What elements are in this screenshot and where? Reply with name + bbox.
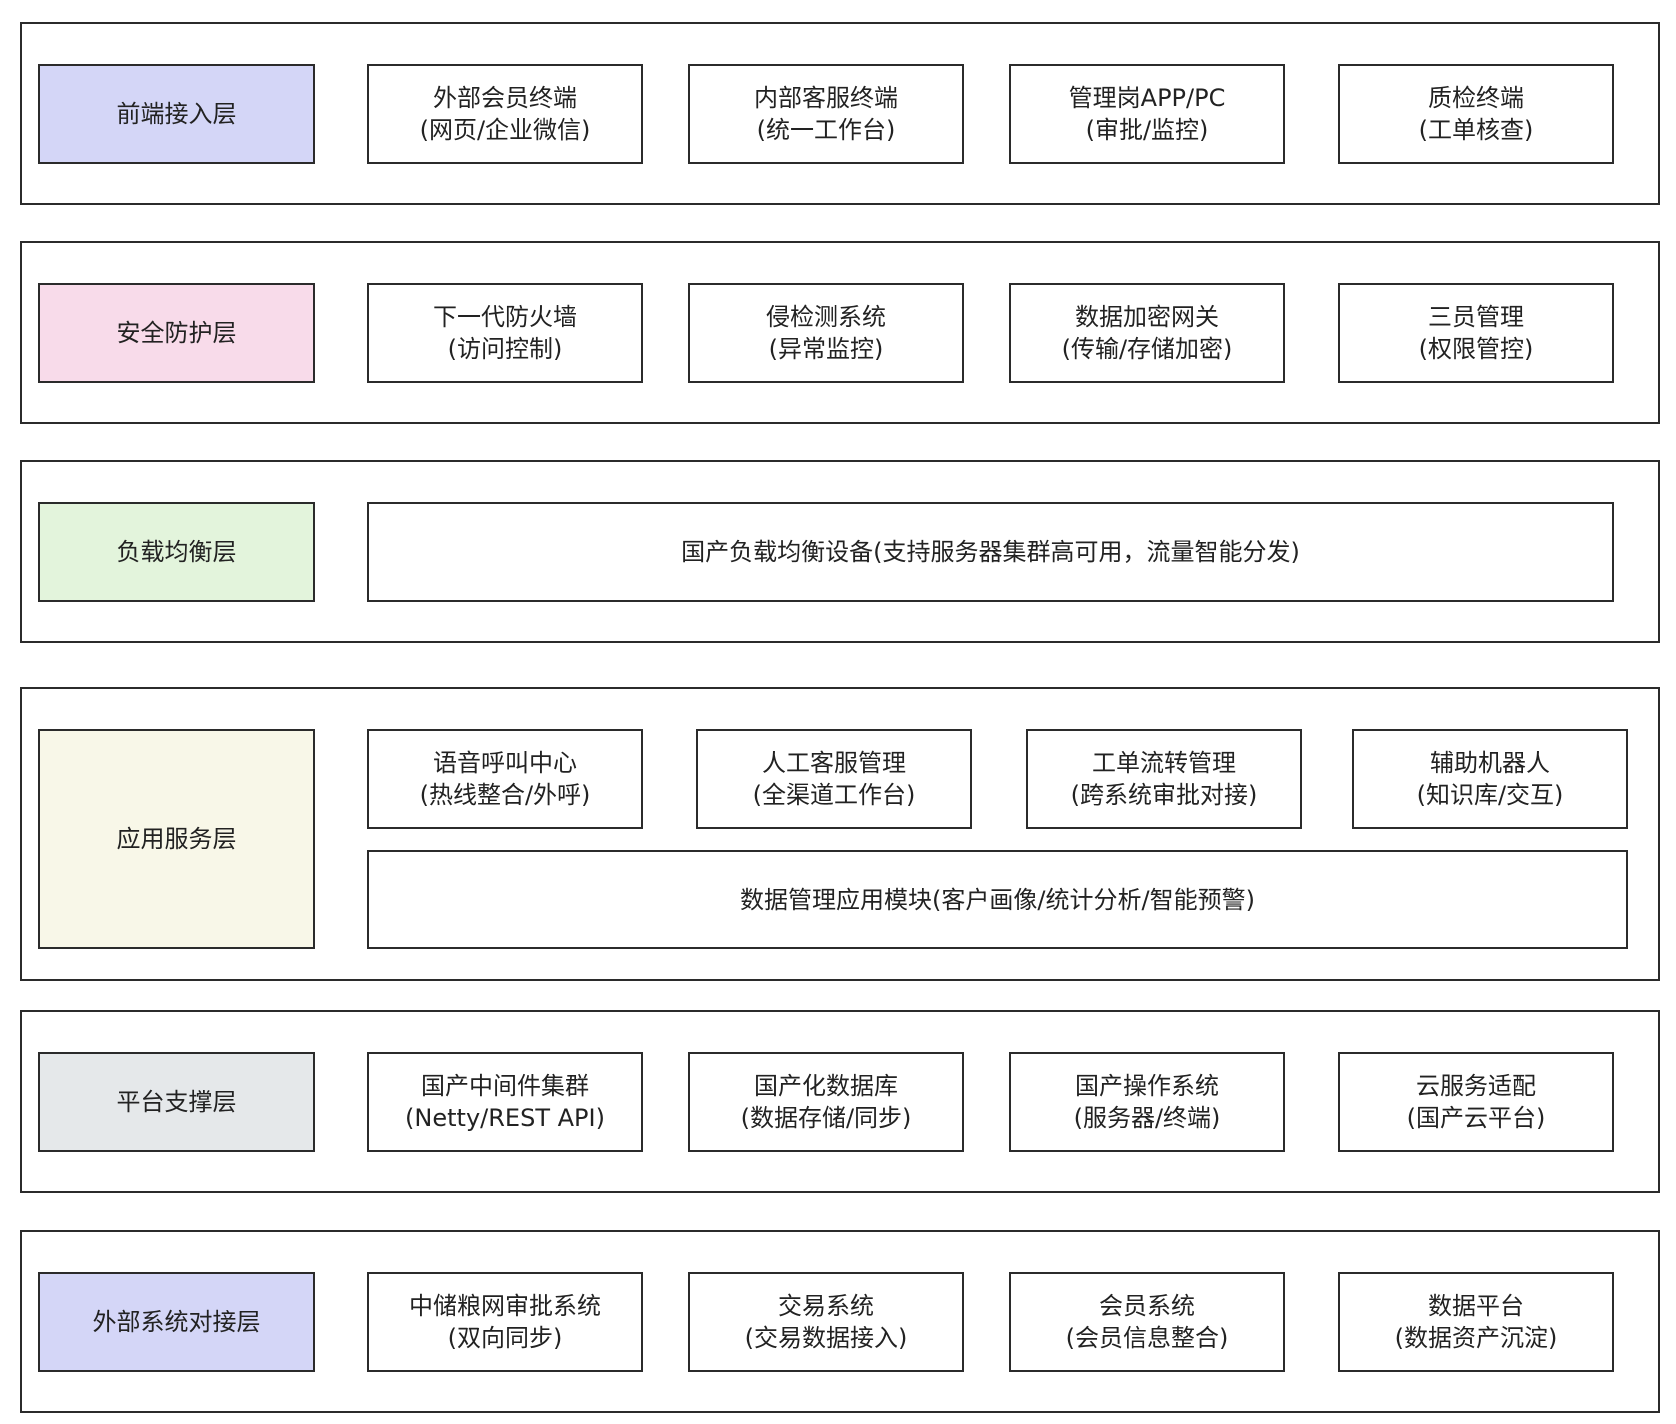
node-intrusion-detection: 侵检测系统(异常监控) <box>688 283 964 383</box>
node-external-member-terminal: 外部会员终端(网页/企业微信) <box>367 64 643 164</box>
node-middleware-cluster: 国产中间件集群(Netty/REST API) <box>367 1052 643 1152</box>
node-firewall: 下一代防火墙(访问控制) <box>367 283 643 383</box>
layer-label-external-integration: 外部系统对接层 <box>38 1272 315 1372</box>
layer-label-frontend-access: 前端接入层 <box>38 64 315 164</box>
layer-label-application-services: 应用服务层 <box>38 729 315 949</box>
node-voice-call-center: 语音呼叫中心(热线整合/外呼) <box>367 729 643 829</box>
node-domestic-os: 国产操作系统(服务器/终端) <box>1009 1052 1285 1152</box>
node-data-platform: 数据平台(数据资产沉淀) <box>1338 1272 1614 1372</box>
node-ticket-workflow: 工单流转管理(跨系统审批对接) <box>1026 729 1302 829</box>
layer-label-load-balancing: 负载均衡层 <box>38 502 315 602</box>
layer-label-platform-support: 平台支撑层 <box>38 1052 315 1152</box>
node-qc-terminal: 质检终端(工单核查) <box>1338 64 1614 164</box>
node-trading-system: 交易系统(交易数据接入) <box>688 1272 964 1372</box>
node-approval-system: 中储粮网审批系统(双向同步) <box>367 1272 643 1372</box>
node-internal-service-terminal: 内部客服终端(统一工作台) <box>688 64 964 164</box>
node-assistant-bot: 辅助机器人(知识库/交互) <box>1352 729 1628 829</box>
layer-label-security: 安全防护层 <box>38 283 315 383</box>
node-encryption-gateway: 数据加密网关(传输/存储加密) <box>1009 283 1285 383</box>
node-domestic-database: 国产化数据库(数据存储/同步) <box>688 1052 964 1152</box>
node-three-admin-management: 三员管理(权限管控) <box>1338 283 1614 383</box>
node-load-balancer: 国产负载均衡设备(支持服务器集群高可用，流量智能分发) <box>367 502 1614 602</box>
node-cloud-adaptation: 云服务适配(国产云平台) <box>1338 1052 1614 1152</box>
node-management-app-pc: 管理岗APP/PC(审批/监控) <box>1009 64 1285 164</box>
node-agent-service-management: 人工客服管理(全渠道工作台) <box>696 729 972 829</box>
node-data-management-module: 数据管理应用模块(客户画像/统计分析/智能预警) <box>367 850 1628 949</box>
node-member-system: 会员系统(会员信息整合) <box>1009 1272 1285 1372</box>
